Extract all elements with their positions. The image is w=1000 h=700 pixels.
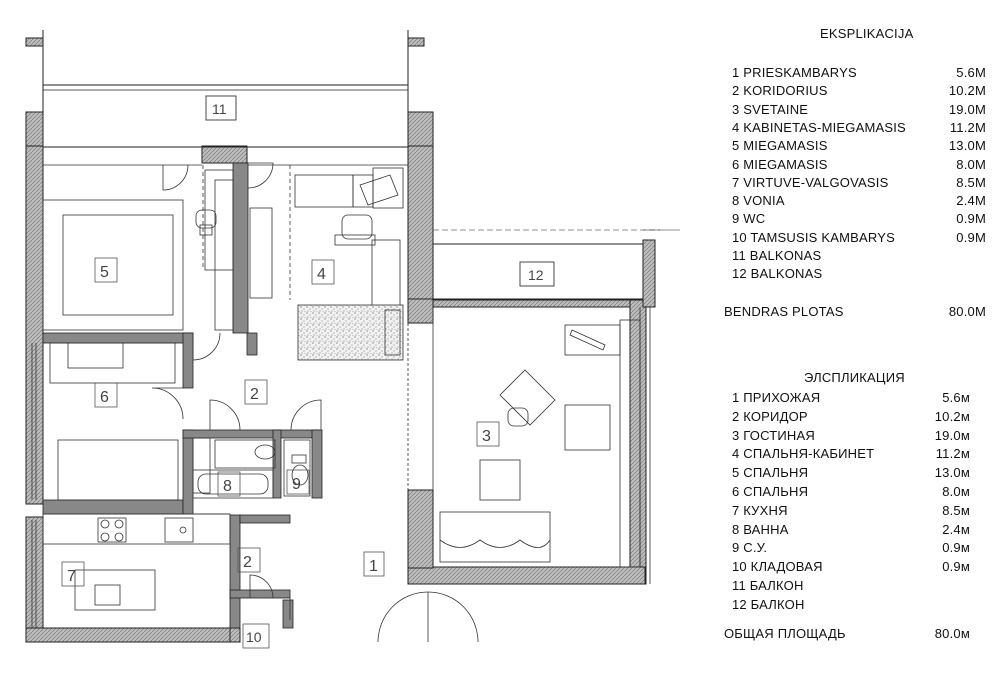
- legend-row-label: 2 KORIDORIUS: [732, 83, 828, 99]
- legend-row-value: 19.0M: [948, 101, 986, 117]
- floor-plan: 1 2 2 3 4 5 6 7 8 9 10 11 12: [25, 30, 680, 649]
- bathroom-fixtures: [192, 437, 311, 499]
- room-labels: 1 2 2 3 4 5 6 7 8 9 10 11 12: [61, 95, 555, 649]
- room-number: 5: [100, 264, 109, 281]
- legend-total-value: 80.0M: [948, 304, 986, 319]
- legend-total-label: ОБЩАЯ ПЛОЩАДЬ: [724, 626, 846, 641]
- legend-row-value: 11.2M: [949, 119, 986, 135]
- legend-lithuanian: EKSPLIKACIJA 1 PRIESKAMBARYS 5.6M 2 KORIDO…: [724, 0, 994, 330]
- room-3-furniture: [439, 319, 641, 568]
- legend-row-value: 2.4M: [956, 193, 986, 209]
- legend-row-value: 5.6м: [942, 390, 970, 405]
- legend-row-label: 1 PRIESKAMBARYS: [732, 65, 857, 80]
- room-6-furniture: [49, 342, 179, 501]
- room-number: 2: [243, 554, 252, 571]
- legend-row-value: 0.9м: [942, 540, 970, 556]
- legend-row-label: 6 MIEGAMASIS: [732, 156, 828, 172]
- room-number: 1: [369, 558, 378, 575]
- legend-row-value: 2.4м: [942, 521, 970, 537]
- legend-row-value: 19.0м: [934, 427, 970, 443]
- legend-row-value: 0.9M: [956, 211, 986, 227]
- legend-row-label: 9 С.У.: [732, 540, 768, 556]
- legend-row-value: 8.5M: [956, 174, 986, 190]
- legend-row-value: 13.0м: [934, 465, 970, 481]
- legend-russian: ЭЛСПЛИКАЦИЯ 1 ПРИХОЖАЯ 5.6м 2 КОРИДОР 10.2м…: [722, 360, 992, 690]
- legend-total-value: 80.0м: [934, 626, 970, 641]
- legend-row-label: 4 KABINETAS-MIEGAMASIS: [732, 119, 906, 135]
- plan-lines: [31, 164, 651, 628]
- legend-row-label: 7 КУХНЯ: [732, 502, 788, 518]
- room-4-furniture: [249, 165, 404, 361]
- legend-row-label: 6 СПАЛЬНЯ: [732, 484, 809, 499]
- legend-row-value: 10.2м: [934, 408, 970, 424]
- room-number: 12: [528, 267, 544, 283]
- legend-row-value: 13.0M: [948, 138, 986, 154]
- legend-row-value: 5.6M: [956, 65, 986, 80]
- legend-row-label: 3 ГОСТИНАЯ: [732, 427, 815, 443]
- legend-row-value: 8.5м: [942, 502, 970, 518]
- legend-title: ЭЛСПЛИКАЦИЯ: [804, 370, 905, 385]
- legend-row-label: 11 БАЛКОН: [732, 578, 804, 593]
- room-number: 8: [223, 478, 232, 495]
- legend-row-value: 8.0M: [956, 156, 986, 172]
- interior-walls: [42, 162, 323, 629]
- legend-row-label: 4 СПАЛЬНЯ-КАБИНЕТ: [732, 446, 875, 462]
- room-number: 7: [67, 568, 76, 585]
- room-number: 10: [246, 629, 262, 645]
- legend-row-label: 9 WC: [732, 211, 766, 227]
- legend-row-label: 7 VIRTUVE-VALGOVASIS: [732, 174, 889, 190]
- legend-row-label: 5 MIEGAMASIS: [732, 138, 828, 154]
- legend-row-label: 8 ВАННА: [732, 521, 789, 537]
- legend-row-label: 5 СПАЛЬНЯ: [732, 465, 809, 481]
- legend-row-label: 10 TAMSUSIS KAMBARYS: [732, 229, 895, 245]
- kitchen-furniture: [42, 513, 231, 611]
- room-number: 2: [250, 386, 259, 403]
- room-number: 11: [212, 101, 227, 117]
- legend-row-value: 10.2M: [948, 83, 986, 99]
- legend-total-label: BENDRAS PLOTAS: [724, 304, 844, 319]
- legend-row-label: 12 БАЛКОН: [732, 596, 805, 612]
- doors: [151, 162, 479, 643]
- legend-row-label: 3 SVETAINE: [732, 101, 809, 117]
- room-number: 3: [482, 428, 491, 445]
- legend-row-label: 12 BALKONAS: [732, 266, 823, 282]
- legend-title: EKSPLIKACIJA: [820, 26, 914, 41]
- legend-row-label: 2 КОРИДОР: [732, 408, 808, 424]
- legend-row-label: 1 ПРИХОЖАЯ: [732, 390, 821, 405]
- legend-row-value: 0.9M: [956, 229, 986, 245]
- room-number: 6: [100, 389, 109, 406]
- legend-row-label: 11 BALKONAS: [732, 248, 822, 263]
- legend-row-value: 0.9м: [942, 559, 970, 575]
- legend-row-label: 8 VONIA: [732, 193, 785, 209]
- walls: [25, 37, 656, 643]
- room-number: 9: [292, 476, 301, 493]
- legend-row-value: 11.2м: [935, 446, 970, 462]
- room-5-furniture: [42, 165, 234, 331]
- legend-row-value: 8.0м: [942, 484, 970, 499]
- room-number: 4: [317, 266, 326, 283]
- legend-row-label: 10 КЛАДОВАЯ: [732, 559, 823, 575]
- balcony-11: [42, 30, 409, 148]
